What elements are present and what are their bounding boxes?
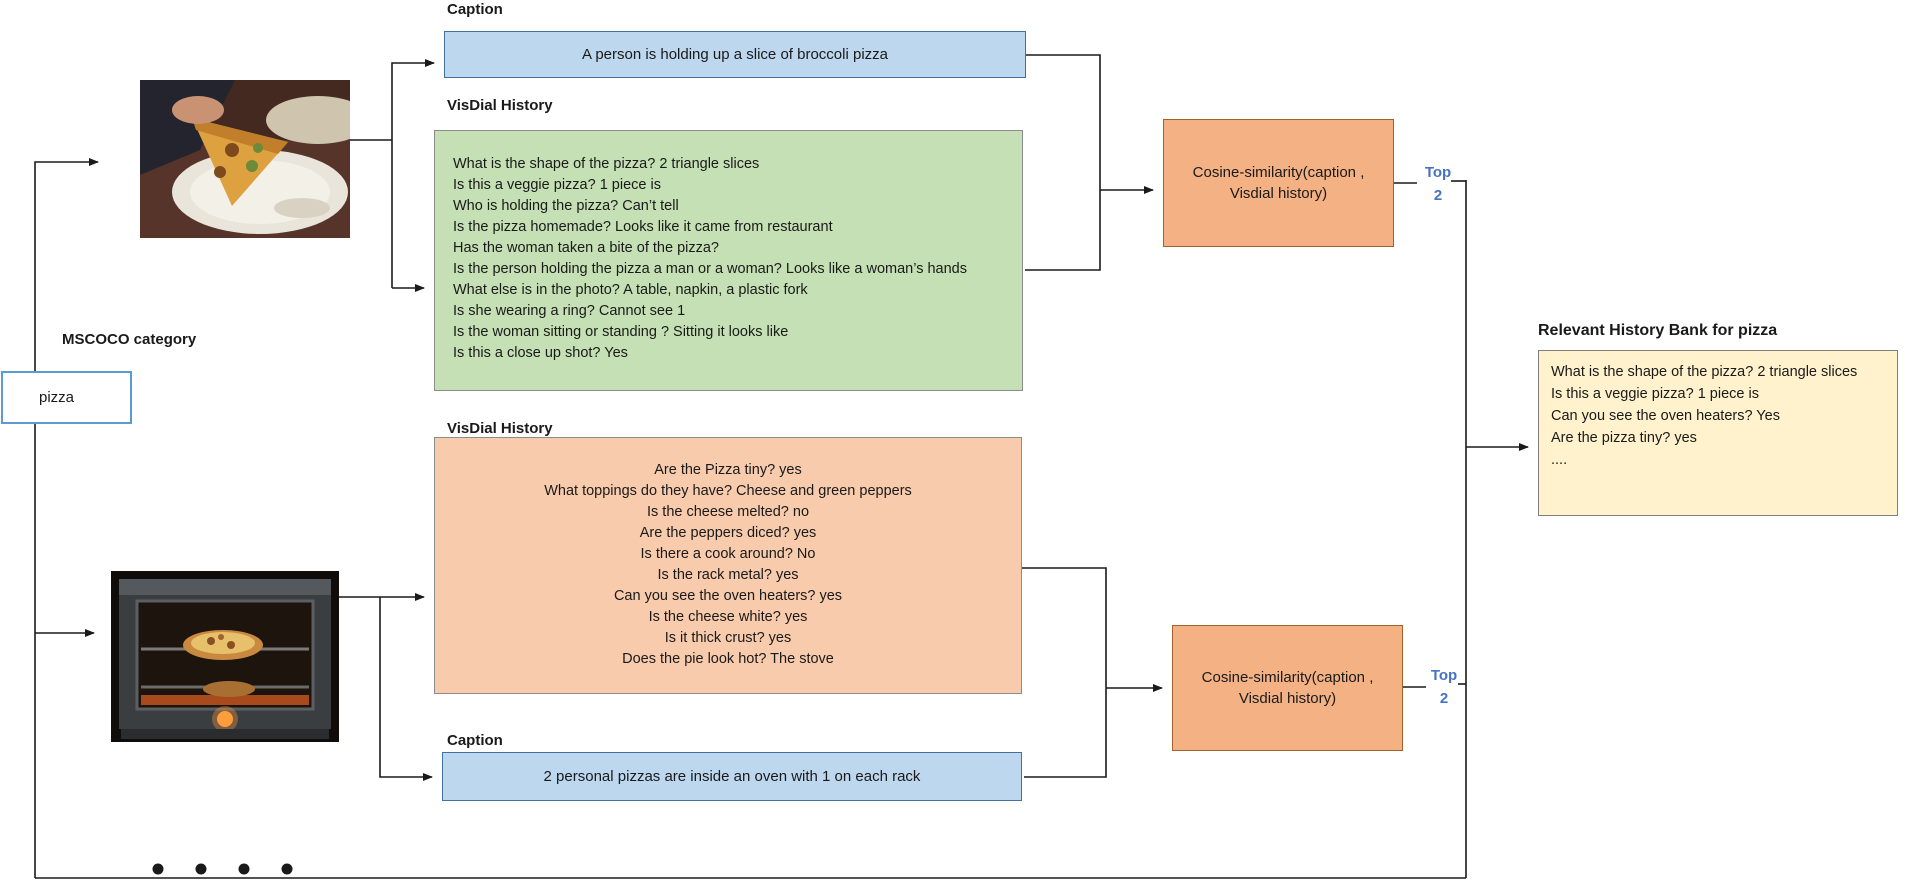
caption-label-1: Caption [447,1,503,18]
mscoco-category-label: MSCOCO category [62,331,197,348]
top-2-number-2: 2 [1439,690,1449,707]
top-2-number-1: 2 [1433,187,1443,204]
category-box: pizza [1,371,132,424]
cosine-similarity-box-1: Cosine-similarity(caption , Visdial hist… [1163,119,1394,247]
top-2-label-1: Top 2 [1414,161,1462,207]
oven-pizza-photo [111,571,339,742]
pizza-slice-photo [140,80,350,238]
history-bank-box: What is the shape of the pizza? 2 triang… [1538,350,1898,516]
top-2-label-2: Top 2 [1420,664,1468,710]
visdial-history-label-2: VisDial History [447,420,553,437]
caption-box-2: 2 personal pizzas are inside an oven wit… [442,752,1022,801]
history-bank-title: Relevant History Bank for pizza [1538,322,1778,339]
visdial-history-box-1: What is the shape of the pizza? 2 triang… [434,130,1023,391]
caption-label-2: Caption [447,732,503,749]
top-2-word-2: Top [1430,667,1458,684]
visdial-history-label-1: VisDial History [447,97,553,114]
pizza-slice-photo-art [140,80,350,238]
caption-box-1: A person is holding up a slice of brocco… [444,31,1026,78]
oven-pizza-photo-art [111,571,339,742]
visdial-history-box-2: Are the Pizza tiny? yes What toppings do… [434,437,1022,694]
category-value: pizza [39,389,75,406]
ellipsis-dots [152,863,293,875]
top-2-word-1: Top [1424,164,1452,181]
cosine-similarity-box-2: Cosine-similarity(caption , Visdial hist… [1172,625,1403,751]
